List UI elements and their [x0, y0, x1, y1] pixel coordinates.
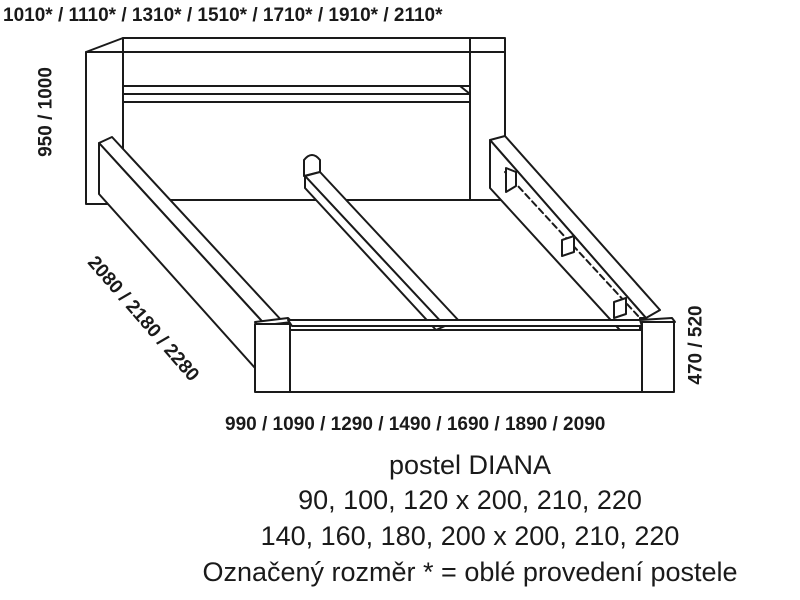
- right-side-rail-top: [489, 135, 661, 319]
- headboard-panel: [122, 51, 471, 201]
- footboard-left-post: [254, 323, 291, 393]
- product-title: postel DIANA: [388, 450, 552, 480]
- size-list-line-1: 90, 100, 120 x 200, 210, 220: [298, 485, 642, 515]
- right-rail-bracket-2: [561, 235, 575, 257]
- size-list-line-2: 140, 160, 180, 200 x 200, 210, 220: [260, 521, 680, 551]
- right-rail-bracket-1: [505, 167, 517, 193]
- headboard-right-post-top: [469, 37, 506, 53]
- headboard-left-post-top: [85, 37, 124, 53]
- overall-width-label-top: 1010* / 1110* / 1310* / 1510* / 1710* / …: [3, 5, 443, 26]
- center-beam: [303, 154, 461, 331]
- footboard-rail: [289, 329, 643, 393]
- right-rail-bracket-3: [613, 297, 627, 319]
- overall-width-label-bottom: 990 / 1090 / 1290 / 1490 / 1690 / 1890 /…: [225, 414, 606, 435]
- footboard-rail-top: [287, 319, 643, 327]
- footboard: [254, 317, 676, 393]
- headboard-top-rail: [122, 37, 471, 53]
- headboard: [85, 37, 506, 205]
- headboard-rail-shadow: [459, 85, 471, 95]
- footboard-height-label: 470 / 520: [685, 305, 707, 385]
- center-beam-hook: [303, 154, 321, 177]
- rounded-version-note: Označený rozměr * = oblé provedení poste…: [202, 557, 738, 587]
- footboard-right-post: [641, 321, 675, 393]
- headboard-height-label: 950 / 1000: [35, 67, 57, 157]
